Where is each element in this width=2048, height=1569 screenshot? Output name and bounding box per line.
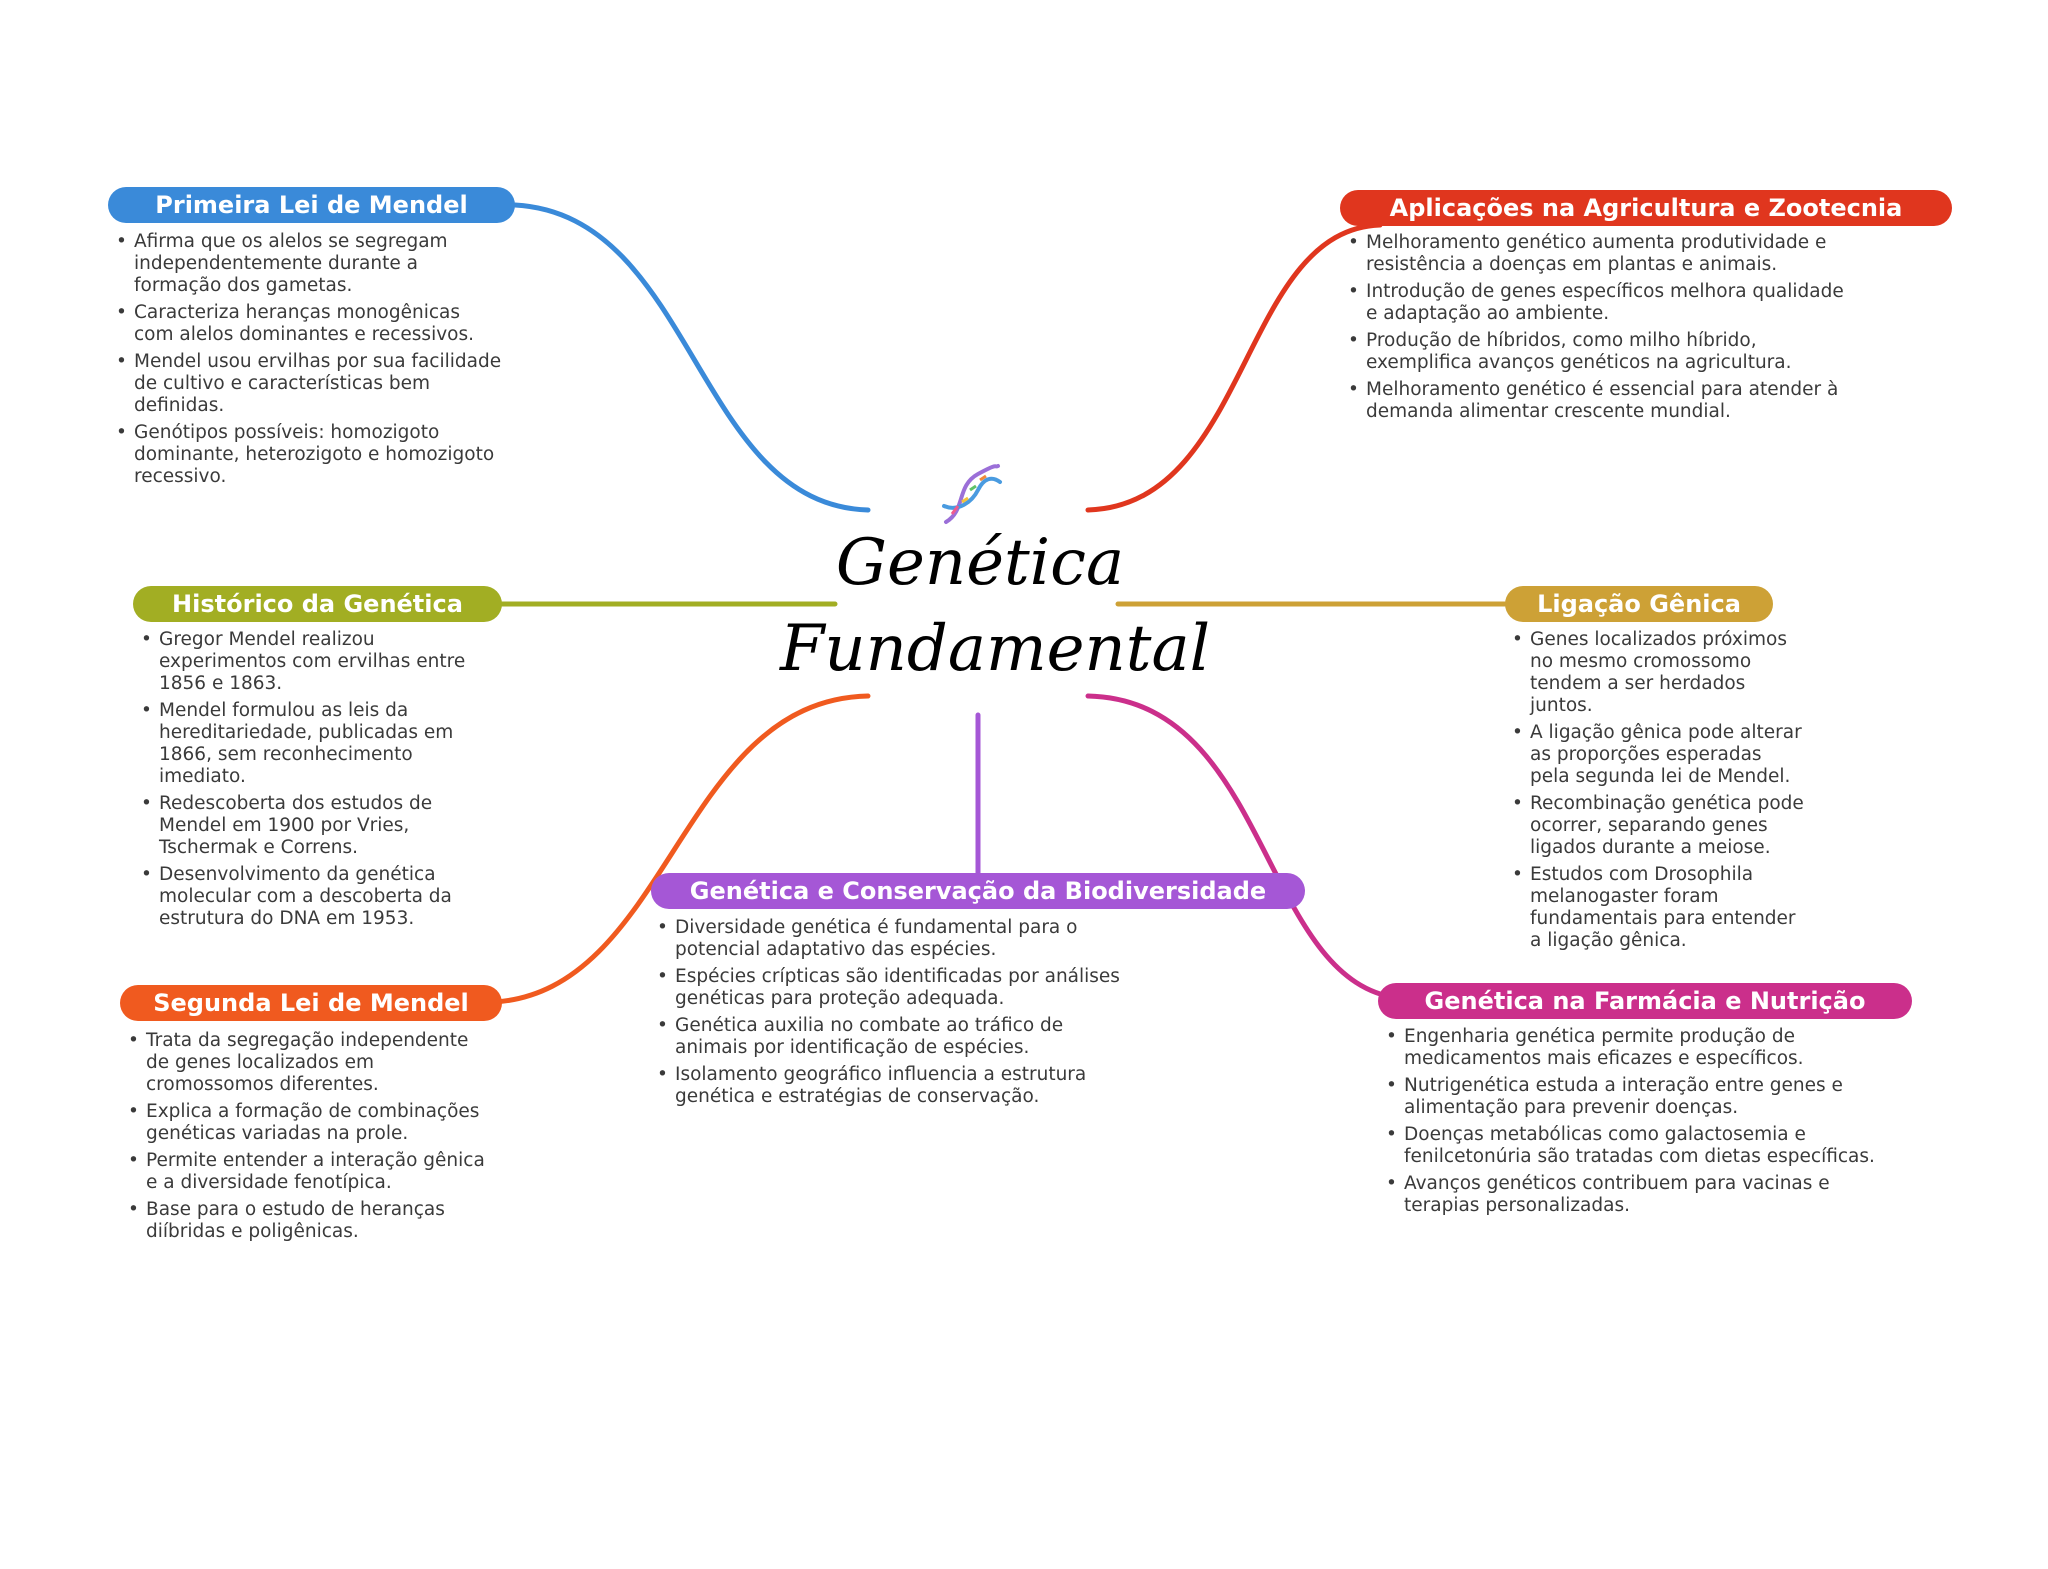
list-item: Produção de híbridos, como milho híbrido… xyxy=(1348,330,1858,374)
branch-conservacao-label[interactable]: Genética e Conservação da Biodiversidade xyxy=(651,873,1305,909)
list-item: Introdução de genes específicos melhora … xyxy=(1348,281,1858,325)
list-item: Caracteriza heranças monogênicas com ale… xyxy=(116,302,502,346)
list-item: Mendel usou ervilhas por sua facilidade … xyxy=(116,351,502,417)
branch-conservacao-list: Diversidade genética é fundamental para … xyxy=(657,917,1137,1113)
branch-aplicacoes-label[interactable]: Aplicações na Agricultura e Zootecnia xyxy=(1340,190,1952,226)
branch-primeira-lei-label[interactable]: Primeira Lei de Mendel xyxy=(108,187,515,223)
list-item: Genótipos possíveis: homozigoto dominant… xyxy=(116,422,502,488)
branch-historico-label[interactable]: Histórico da Genética xyxy=(133,586,502,622)
list-item: Avanços genéticos contribuem para vacina… xyxy=(1386,1173,1896,1217)
list-item: Afirma que os alelos se segregam indepen… xyxy=(116,231,502,297)
branch-primeira-lei-list: Afirma que os alelos se segregam indepen… xyxy=(116,231,502,493)
branch-aplicacoes-list: Melhoramento genético aumenta produtivid… xyxy=(1348,232,1858,428)
connector-farmacia xyxy=(1085,693,1401,1001)
list-item: Diversidade genética é fundamental para … xyxy=(657,917,1137,961)
list-item: Melhoramento genético aumenta produtivid… xyxy=(1348,232,1858,276)
branch-ligacao-label[interactable]: Ligação Gênica xyxy=(1505,586,1773,622)
title-line-2: Fundamental xyxy=(780,612,1211,686)
list-item: Genética auxilia no combate ao tráfico d… xyxy=(657,1015,1137,1059)
list-item: Nutrigenética estuda a interação entre g… xyxy=(1386,1075,1896,1119)
list-item: Genes localizados próximos no mesmo crom… xyxy=(1512,629,1804,717)
connector-aplicacoes xyxy=(1085,222,1383,513)
list-item: Permite entender a interação gênica e a … xyxy=(128,1150,488,1194)
list-item: Melhoramento genético é essencial para a… xyxy=(1348,379,1858,423)
branch-historico-list: Gregor Mendel realizou experimentos com … xyxy=(141,629,493,935)
list-item: Redescoberta dos estudos de Mendel em 19… xyxy=(141,793,493,859)
connector-primeira-lei xyxy=(512,202,871,513)
connector-segunda-lei xyxy=(492,693,871,1005)
list-item: Desenvolvimento da genética molecular co… xyxy=(141,864,493,930)
list-item: Explica a formação de combinações genéti… xyxy=(128,1101,488,1145)
list-item: Engenharia genética permite produção de … xyxy=(1386,1026,1896,1070)
branch-segunda-lei-list: Trata da segregação independente de gene… xyxy=(128,1030,488,1248)
dna-icon xyxy=(942,464,1002,524)
list-item: Mendel formulou as leis da hereditarieda… xyxy=(141,700,493,788)
list-item: Trata da segregação independente de gene… xyxy=(128,1030,488,1096)
branch-ligacao-list: Genes localizados próximos no mesmo crom… xyxy=(1512,629,1804,957)
list-item: A ligação gênica pode alterar as proporç… xyxy=(1512,722,1804,788)
central-title: Genética Fundamental xyxy=(780,520,1211,692)
list-item: Recombinação genética pode ocorrer, sepa… xyxy=(1512,793,1804,859)
list-item: Doenças metabólicas como galactosemia e … xyxy=(1386,1124,1896,1168)
branch-farmacia-label[interactable]: Genética na Farmácia e Nutrição xyxy=(1378,983,1912,1019)
title-line-1: Genética xyxy=(835,526,1125,600)
branch-farmacia-list: Engenharia genética permite produção de … xyxy=(1386,1026,1896,1222)
branch-segunda-lei-label[interactable]: Segunda Lei de Mendel xyxy=(120,985,502,1021)
list-item: Isolamento geográfico influencia a estru… xyxy=(657,1064,1137,1108)
list-item: Base para o estudo de heranças diíbridas… xyxy=(128,1199,488,1243)
list-item: Gregor Mendel realizou experimentos com … xyxy=(141,629,493,695)
list-item: Estudos com Drosophila melanogaster fora… xyxy=(1512,864,1804,952)
list-item: Espécies crípticas são identificadas por… xyxy=(657,966,1137,1010)
